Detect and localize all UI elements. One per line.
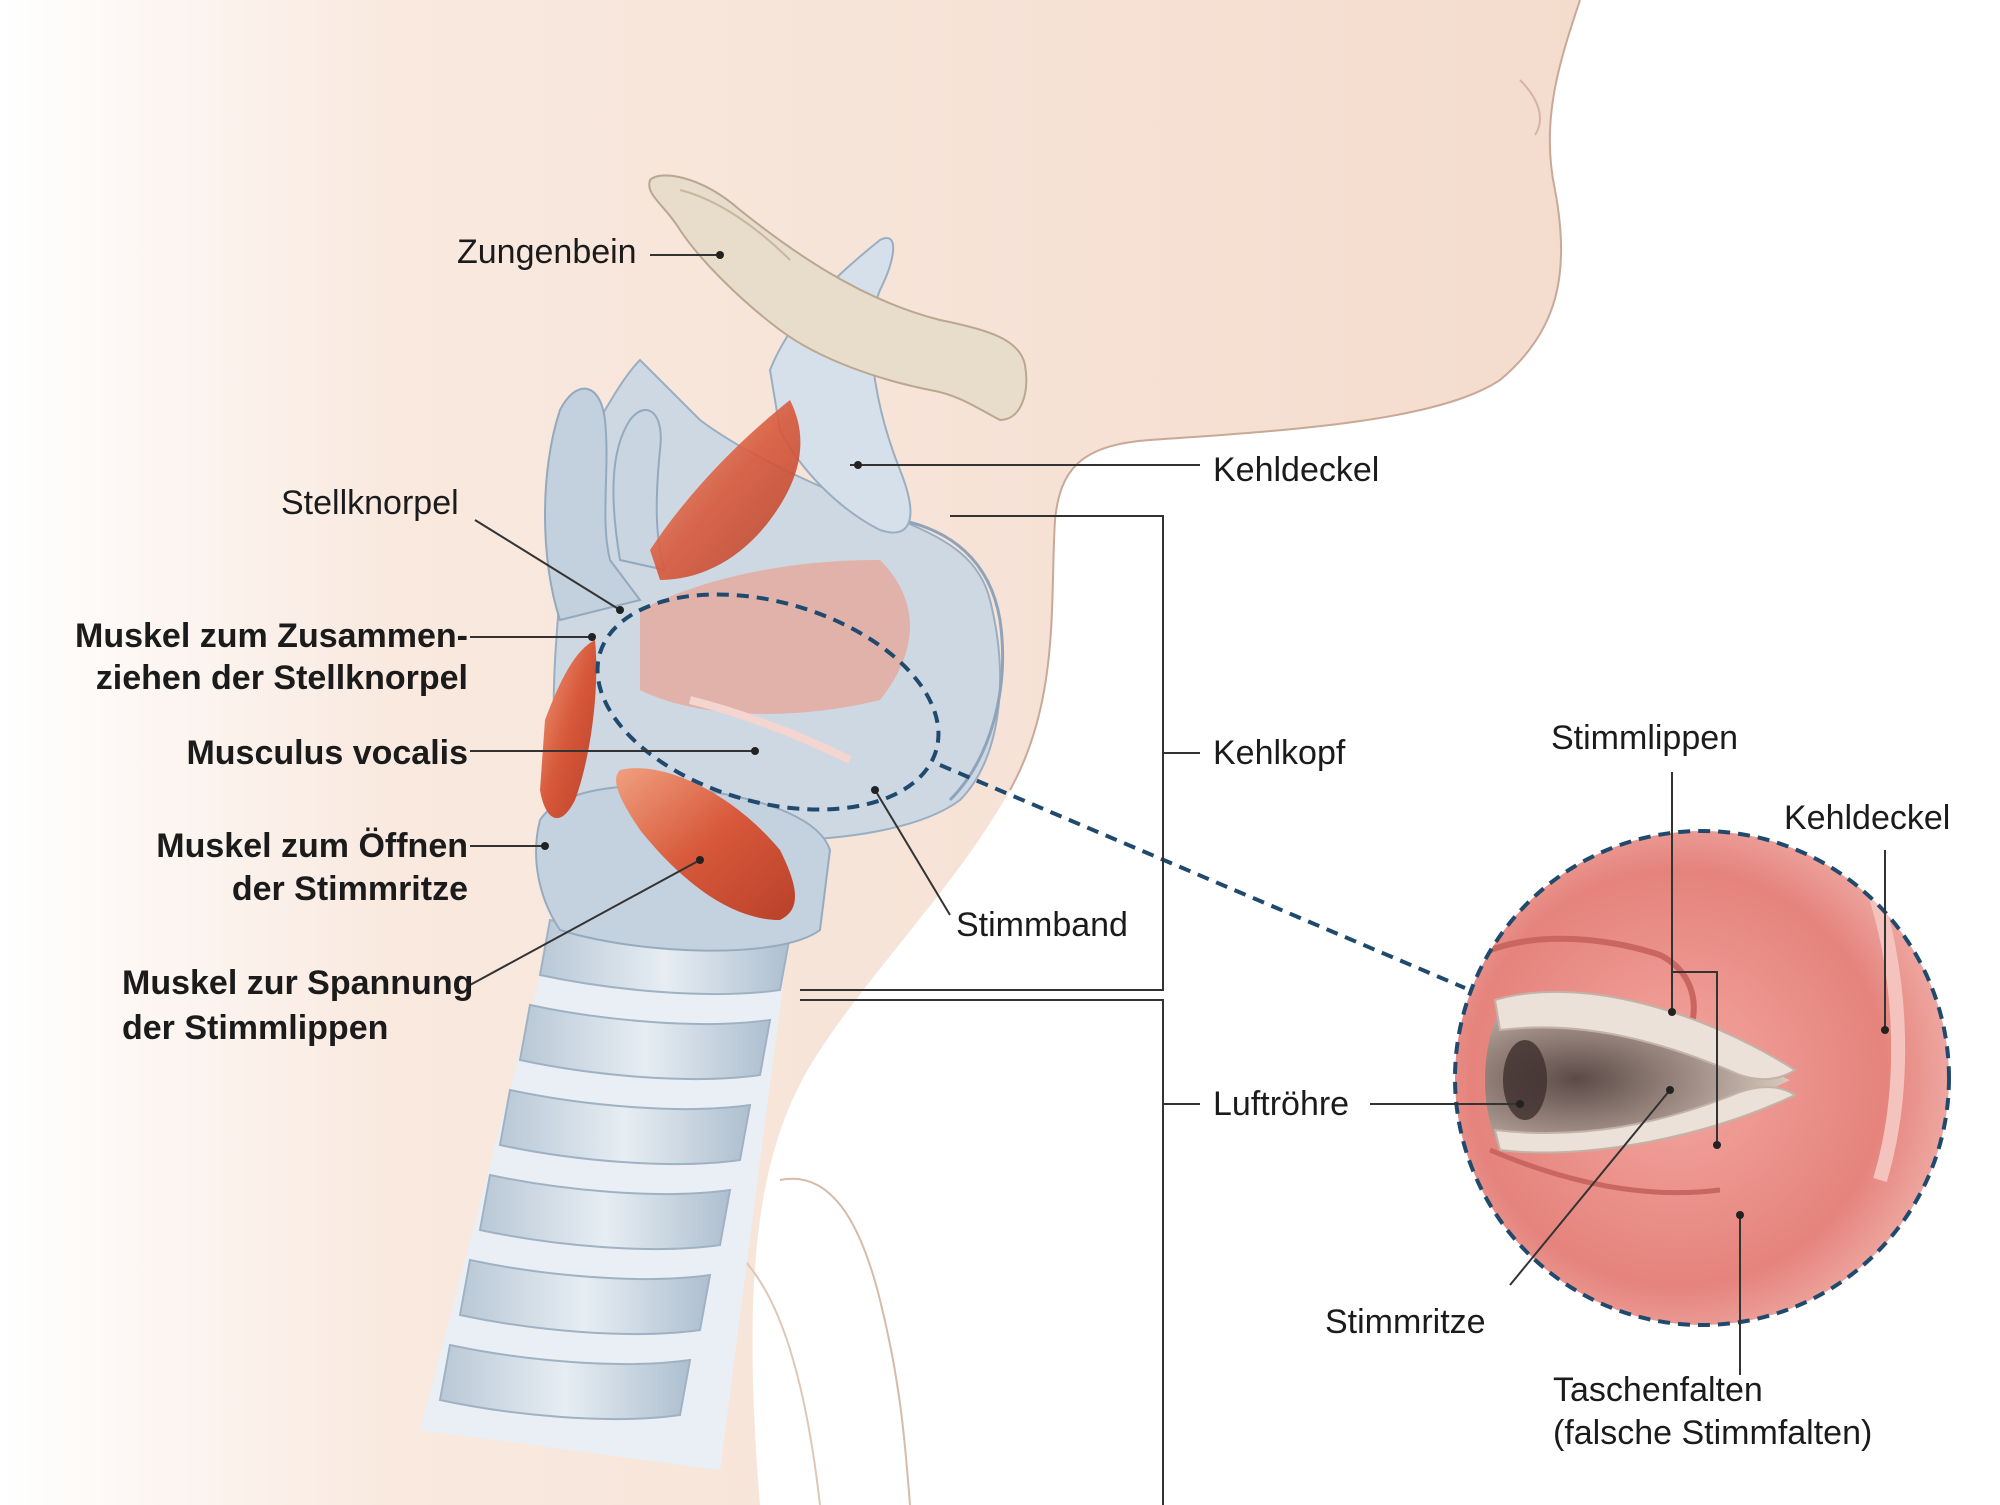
glottis-inset [1453,829,1951,1327]
nostril-shadow [1519,79,1541,136]
label-muskel-zusammenziehen-line2: ziehen der Stellknorpel [95,659,468,697]
inset-label-kehldeckel: Kehldeckel [1784,799,1951,837]
neck-outline [1009,0,1581,791]
label-muskel-oeffnen-line1: Muskel zum Öffnen [156,827,468,865]
label-zungenbein: Zungenbein [457,233,637,271]
label-kehldeckel: Kehldeckel [1213,451,1380,489]
label-muskel-spannung-line1: Muskel zur Spannung [122,964,474,1002]
inset-label-taschenfalten-line2: (falsche Stimmfalten) [1553,1414,1873,1452]
leader-lines [469,254,1886,1505]
label-musculus-vocalis: Musculus vocalis [186,734,468,772]
label-luftroehre: Luftröhre [1213,1085,1350,1123]
label-kehlkopf: Kehlkopf [1213,734,1346,772]
shoulder-contour [779,1177,911,1505]
leader-dots [541,251,1889,1219]
inset-label-stimmritze: Stimmritze [1325,1303,1486,1341]
label-stellknorpel: Stellknorpel [281,484,459,522]
label-stimmband: Stimmband [956,906,1128,944]
label-muskel-oeffnen-line2: der Stimmritze [231,870,468,908]
label-muskel-spannung-line2: der Stimmlippen [122,1009,389,1047]
trachea [420,900,792,1470]
inset-label-taschenfalten-line1: Taschenfalten [1553,1371,1763,1409]
arytenoid-cartilage [544,387,667,622]
laryngeal-muscles [540,400,910,920]
hyoid-bone [648,174,1028,422]
inset-label-stimmlippen: Stimmlippen [1551,719,1739,757]
label-muskel-zusammenziehen-line1: Muskel zum Zusammen- [75,617,468,655]
inset-connector-line [939,763,1466,990]
